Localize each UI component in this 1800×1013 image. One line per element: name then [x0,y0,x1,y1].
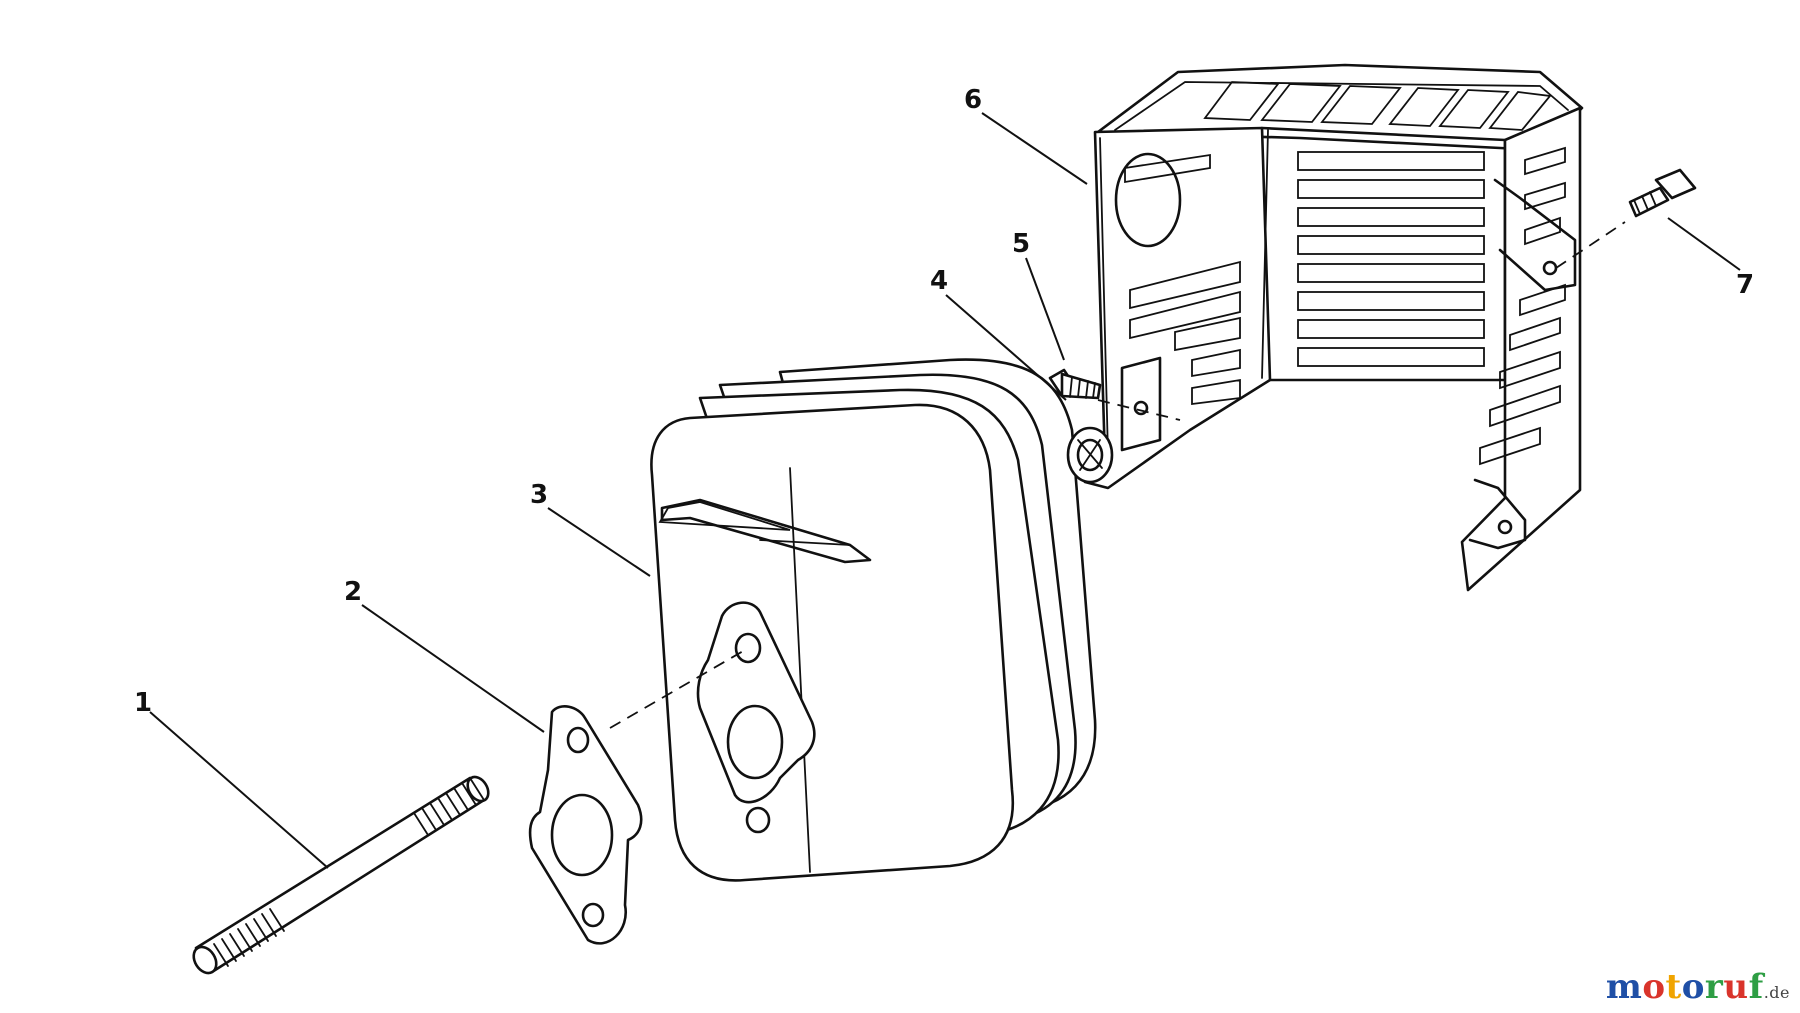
callout-3: 3 [530,480,651,577]
watermark-letter: o [1642,967,1666,1007]
svg-text:4: 4 [930,266,948,296]
stud-part [192,775,490,975]
gasket-part [528,705,643,945]
svg-text:5: 5 [1012,229,1030,259]
callout-4: 4 [930,266,1067,401]
motoruf-watermark-logo: motoruf.de [1606,967,1790,1007]
svg-text:2: 2 [344,577,362,607]
svg-text:6: 6 [964,85,982,115]
callout-6: 6 [964,85,1088,185]
callout-5: 5 [1012,229,1065,361]
watermark-letter: t [1665,967,1682,1007]
callout-7: 7 [1667,217,1754,300]
callouts: 1 2 3 4 5 6 7 [134,85,1754,869]
bolt-part-7 [1628,168,1697,218]
callout-2: 2 [344,577,545,733]
svg-text:1: 1 [134,688,152,718]
svg-text:3: 3 [530,480,548,510]
muffler-part [650,358,1097,882]
screw-part-5 [1048,368,1102,400]
assembly-lines [609,221,1626,729]
watermark-letter: m [1605,967,1643,1007]
svg-text:7: 7 [1736,270,1754,300]
nut-part [1066,426,1114,484]
watermark-letter: r [1704,967,1724,1007]
watermark-letter: o [1681,967,1705,1007]
heat-shield-part [1083,63,1584,592]
watermark-letter: f [1748,967,1764,1007]
watermark-letter: u [1723,967,1749,1007]
watermark-tld: .de [1763,983,1790,1002]
callout-1: 1 [134,688,329,869]
